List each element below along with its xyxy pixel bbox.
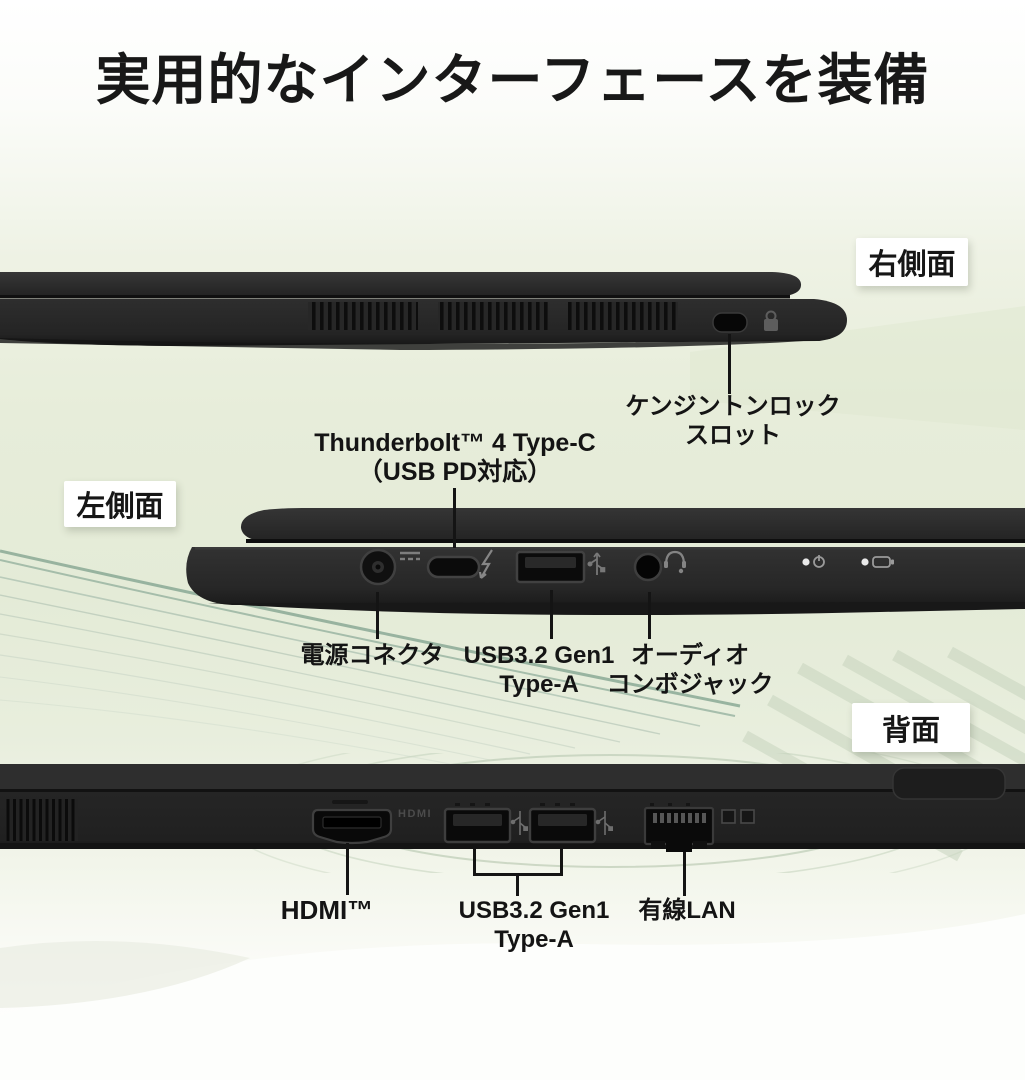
vent-grille [438,302,548,330]
lid-seam [246,539,1025,543]
body-highlight [195,547,1025,550]
body-ridge [0,789,1025,792]
power-led-icon [802,555,825,568]
kensington-lock-slot [712,312,748,333]
callout-usb-back-center [516,875,519,896]
label-kensington: ケンジントンロック スロット [625,393,841,449]
badge-back: 背面 [852,703,970,752]
callout-audio [648,592,651,639]
label-hdmi: HDMI™ [280,895,374,925]
lan-indicator-icon [721,809,755,824]
background-wedge [690,306,1025,430]
laptop-underside [208,602,1025,615]
laptop-underside [0,338,818,350]
laptop-body [186,547,1025,605]
lid-top-band [0,764,1025,789]
lid-seam [0,295,790,299]
thunderbolt-type-c-port [426,555,481,579]
power-connector-port [359,548,397,586]
hdmi-port [311,808,393,845]
battery-led-icon [861,556,894,568]
usb-a-port [528,803,597,844]
badge-left-side: 左側面 [64,481,176,527]
laptop-underside [0,843,1025,849]
hdmi-molding [332,800,368,804]
laptop-right-side-view [0,272,847,350]
laptop-lid [0,272,802,297]
lan-port [643,803,715,852]
bottom-swoosh [0,914,1025,1080]
label-thunderbolt: Thunderbolt™ 4 Type-C （USB PD対応） [314,429,596,486]
thunderbolt-icon [478,549,493,579]
usb-a-port [515,550,586,584]
usb-ss-icon [595,811,614,835]
page-title: 実用的なインターフェースを装備 [95,49,930,111]
callout-kensington [728,334,731,394]
callout-usb-back-left [473,848,476,876]
callout-usb-left [550,590,553,639]
badge-right-side: 右側面 [856,238,968,286]
vent-grille [308,302,418,330]
hinge-cap [892,767,1006,800]
label-usb-back: USB3.2 Gen1 Type-A [458,897,610,953]
hdmi-port-text: HDMI [398,808,432,820]
headset-icon [664,550,686,574]
callout-usb-back-bar [473,873,563,876]
callout-usb-back-right [560,848,563,876]
audio-combo-jack-port [633,552,663,582]
bottom-swoosh-accent [0,940,250,1008]
laptop-left-side-view [186,508,1025,615]
laptop-lid [240,508,1025,542]
laptop-back-view: HDMI [0,753,1025,873]
callout-lan [683,852,686,896]
callout-thunderbolt [453,488,456,548]
label-audio-jack: オーディオ コンボジャック [606,642,774,698]
callout-hdmi [346,843,349,895]
usb-ss-icon [587,552,606,575]
vent-grille [6,799,78,841]
label-power-connector: 電源コネクタ [300,642,444,669]
label-lan: 有線LAN [638,897,736,924]
swoosh-lines [0,549,741,765]
kensington-lock-icon [764,310,778,331]
vent-grille [568,302,678,330]
label-usb-left: USB3.2 Gen1 Type-A [463,642,615,698]
usb-a-port [443,803,512,844]
callout-power [376,592,379,639]
dc-power-icon [400,551,420,561]
usb-ss-icon [510,811,529,835]
